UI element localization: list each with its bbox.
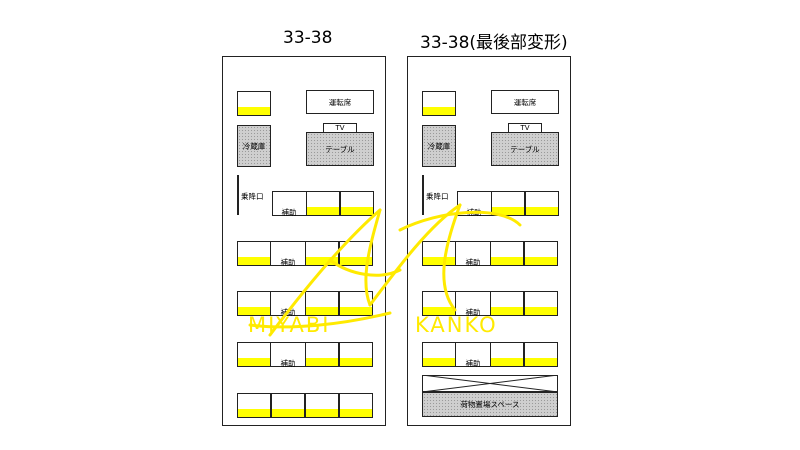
front-seat [237, 91, 271, 116]
bus-layout-right: 運転席 冷蔵庫 TV テーブル 乗降口 補助 補助 補助 補助 荷物置場スペース [407, 56, 571, 426]
bus-layout-left: 運転席 冷蔵庫 TV テーブル 乗降口 補助 補助 補助 補助 [222, 56, 386, 426]
aux-seat-label: 補助 [280, 308, 296, 317]
fridge: 冷蔵庫 [422, 125, 456, 167]
seat [237, 291, 271, 316]
layout-title-left: 33-38 [283, 28, 333, 48]
seat [490, 342, 524, 367]
rear-seat [237, 393, 271, 418]
cross-lines [422, 375, 558, 392]
seat [524, 291, 558, 316]
door-label: 乗降口 [241, 192, 264, 201]
aux-seat-label: 補助 [466, 208, 482, 217]
layout-title-right: 33-38(最後部変形) [420, 33, 568, 53]
seat [306, 191, 340, 216]
seat [237, 241, 271, 266]
door-line [237, 175, 239, 215]
seat [456, 241, 490, 266]
luggage-space: 荷物置場スペース [422, 392, 558, 417]
seat [339, 342, 373, 367]
aux-seat-label: 補助 [465, 359, 481, 368]
front-seat [422, 91, 456, 116]
rear-seat [271, 393, 305, 418]
seat [237, 342, 271, 367]
seat [525, 191, 559, 216]
rear-seat [339, 393, 373, 418]
seat [490, 291, 524, 316]
aux-seat-label: 補助 [465, 258, 481, 267]
driver-seat: 運転席 [306, 90, 374, 114]
aux-seat-label: 補助 [280, 258, 296, 267]
seat [339, 291, 373, 316]
seat [305, 241, 339, 266]
table: テーブル [491, 132, 559, 166]
fridge: 冷蔵庫 [237, 125, 271, 167]
aux-seat-label: 補助 [280, 359, 296, 368]
seat [340, 191, 374, 216]
seat [524, 342, 558, 367]
driver-seat: 運転席 [491, 90, 559, 114]
seat [305, 342, 339, 367]
seat [456, 291, 490, 316]
seat [490, 241, 524, 266]
seat [422, 291, 456, 316]
seat [491, 191, 525, 216]
removed-seat-area [422, 375, 558, 392]
seat [339, 241, 373, 266]
door-label: 乗降口 [426, 192, 449, 201]
seat [305, 291, 339, 316]
seat [422, 342, 456, 367]
table: テーブル [306, 132, 374, 166]
seat [271, 342, 305, 367]
seat [422, 241, 456, 266]
seat [456, 342, 490, 367]
seat [524, 241, 558, 266]
rear-seat [305, 393, 339, 418]
door-line [422, 175, 424, 215]
aux-seat-label: 補助 [465, 308, 481, 317]
